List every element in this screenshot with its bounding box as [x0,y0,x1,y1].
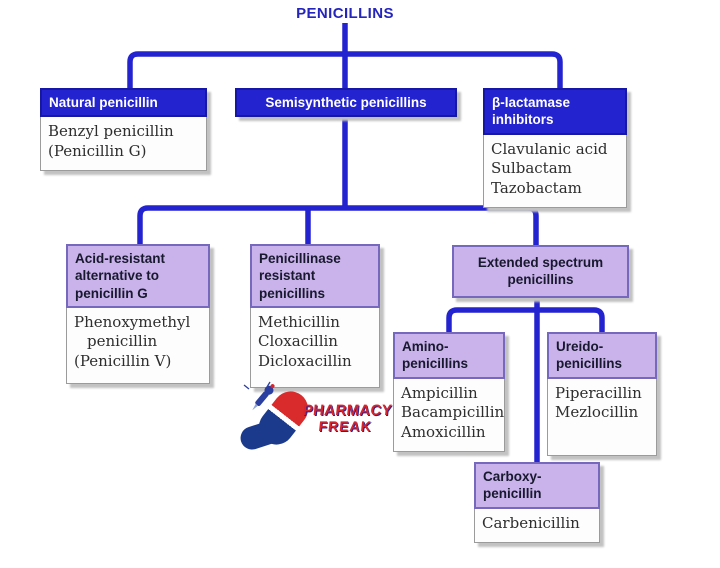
drug-item: (Penicillin G) [48,141,147,160]
drug-item: Mezlocillin [555,403,639,422]
drug-item: Amoxicillin [401,422,486,441]
drug-item: Ampicillin [401,383,478,402]
drug-item: Cloxacillin [258,332,338,351]
drug-item: Sulbactam [491,159,572,178]
drug-item: Benzyl penicillin [48,122,174,141]
node-ureido-penicillins-header: Ureido-penicillins [547,332,657,379]
node-ureido-penicillins-body: Piperacillin Mezlocillin [547,378,657,456]
drug-item: Carbenicillin [482,513,580,532]
node-amino-penicillins-body: Ampicillin Bacampicillin Amoxicillin [393,378,505,453]
dropper-icon [243,381,275,411]
logo-text: PHARMACY FREAK [300,402,393,434]
node-penicillinase-resistant-header: Penicillinase resistant penicillins [250,244,380,308]
node-ureido-penicillins: Ureido-penicillins Piperacillin Mezlocil… [547,332,657,456]
drug-item: Dicloxacillin [258,351,352,370]
node-natural-penicillin-body: Benzyl penicillin (Penicillin G) [40,117,207,172]
node-beta-lactamase-inhibitors-header: β-lactamase inhibitors [483,88,627,135]
node-penicillinase-resistant-body: Methicillin Cloxacillin Dicloxacillin [250,307,380,389]
drug-item: Piperacillin [555,383,642,402]
pharmacy-freak-logo: PHARMACY FREAK [237,381,393,455]
diagram-title: PENICILLINS [296,5,394,22]
node-amino-penicillins: Amino-penicillins Ampicillin Bacampicill… [393,332,505,453]
drug-item: Clavulanic acid [491,139,608,158]
node-natural-penicillin: Natural penicillin Benzyl penicillin (Pe… [40,88,207,172]
logo-text-line2: FREAK [317,417,373,434]
drug-item: Tazobactam [491,178,582,197]
node-natural-penicillin-header: Natural penicillin [40,88,207,118]
node-penicillinase-resistant: Penicillinase resistant penicillins Meth… [250,244,380,389]
drug-item: penicillin [87,332,158,351]
node-acid-resistant: Acid-resistant alternative to penicillin… [66,244,210,385]
node-carboxy-penicillin-body: Carbenicillin [474,508,600,544]
node-semisynthetic-penicillins: Semisynthetic penicillins [235,88,457,118]
node-amino-penicillins-header: Amino-penicillins [393,332,505,379]
connector-level3 [446,307,605,333]
drug-item: Phenoxymethyl [74,312,191,331]
drug-item: Bacampicillin [401,403,505,422]
node-beta-lactamase-inhibitors-body: Clavulanic acid Sulbactam Tazobactam [483,134,627,209]
node-carboxy-penicillin-header: Carboxy-penicillin [474,462,600,509]
connector-level1 [127,51,563,90]
node-acid-resistant-header: Acid-resistant alternative to penicillin… [66,244,210,308]
drug-item: (Penicillin V) [74,351,172,370]
node-extended-spectrum-header: Extended spectrum penicillins [452,245,629,298]
node-acid-resistant-body: Phenoxymethyl penicillin (Penicillin V) [66,307,210,385]
node-extended-spectrum: Extended spectrum penicillins [452,245,629,298]
node-beta-lactamase-inhibitors: β-lactamase inhibitors Clavulanic acid S… [483,88,627,209]
node-carboxy-penicillin: Carboxy-penicillin Carbenicillin [474,462,600,544]
logo-text-line1: PHARMACY [301,402,393,419]
node-semisynthetic-penicillins-header: Semisynthetic penicillins [235,88,457,118]
connector-level2 [137,205,539,247]
drug-item: Methicillin [258,312,340,331]
